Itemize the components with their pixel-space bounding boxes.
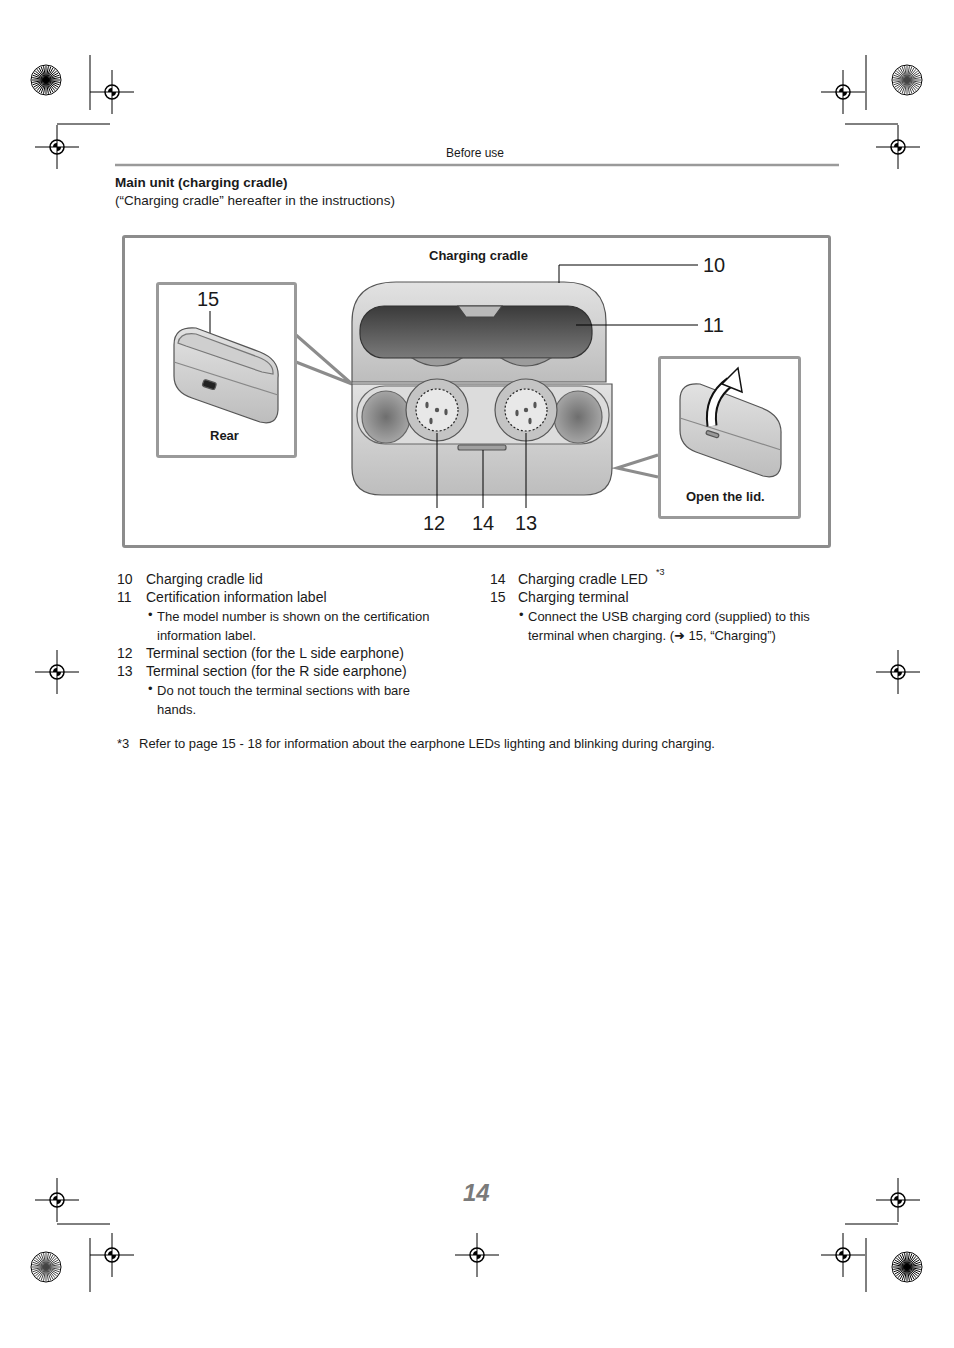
star-target	[892, 65, 922, 95]
figure-caption: Charging cradle	[429, 248, 528, 264]
leader-line	[210, 265, 698, 508]
registration-mark	[90, 1233, 134, 1277]
callout-number: 15	[197, 287, 219, 311]
part-name: Certification information label	[146, 589, 327, 606]
part-name: Charging terminal	[518, 589, 629, 606]
item-number: 14	[490, 571, 506, 588]
registration-mark	[876, 1178, 920, 1222]
part-name: Terminal section (for the R side earphon…	[146, 663, 407, 680]
item-number: 11	[117, 589, 132, 606]
note-text: Do not touch the terminal sections with …	[157, 681, 452, 719]
page-number: 14	[463, 1179, 490, 1208]
registration-mark	[35, 650, 79, 694]
trim-marks	[57, 55, 898, 1292]
part-name: Charging cradle LED	[518, 571, 648, 588]
registration-mark	[35, 125, 79, 169]
section-subtitle: (“Charging cradle” hereafter in the inst…	[115, 193, 395, 209]
registration-mark	[90, 70, 134, 114]
header-rule	[115, 164, 839, 167]
registration-mark	[35, 1178, 79, 1222]
cradle-rear-view	[174, 328, 278, 423]
item-number: 15	[490, 589, 506, 606]
color-bars	[31, 65, 922, 1282]
footnote-text: Refer to page 15 - 18 for information ab…	[139, 736, 715, 752]
registration-mark	[821, 70, 865, 114]
registration-marks	[35, 70, 920, 1277]
note-text: The model number is shown on the certifi…	[157, 607, 462, 645]
footnote-mark: *3	[656, 567, 665, 578]
note-text: Connect the USB charging cord (supplied)…	[528, 607, 840, 645]
callout-number: 10	[703, 253, 725, 277]
star-target	[892, 1252, 922, 1282]
inset-box: Open the lid.	[658, 356, 801, 519]
section-title: Main unit (charging cradle)	[115, 175, 288, 191]
cradle-illustration	[352, 282, 612, 495]
bullet: •	[519, 607, 524, 623]
item-number: 10	[117, 571, 133, 588]
callout-number: 13	[515, 511, 537, 535]
cradle-open-view	[680, 368, 781, 477]
bullet: •	[148, 607, 153, 623]
callout-number: 14	[472, 511, 494, 535]
figure-caption: Rear	[210, 428, 239, 444]
figure-frame: Charging cradleRearOpen the lid.	[122, 235, 831, 548]
item-number: 12	[117, 645, 133, 662]
bullet: •	[148, 681, 153, 697]
registration-mark	[876, 125, 920, 169]
star-target	[31, 1252, 61, 1282]
registration-mark	[876, 650, 920, 694]
part-name: Terminal section (for the L side earphon…	[146, 645, 404, 662]
running-header: Before use	[446, 146, 504, 160]
footnote-mark: *3	[117, 736, 129, 752]
inset-box: Rear	[156, 282, 297, 458]
star-target	[31, 65, 61, 95]
callout-number: 11	[703, 313, 724, 337]
registration-mark	[455, 1233, 499, 1277]
figure-caption: Open the lid.	[686, 489, 765, 505]
registration-mark	[821, 1233, 865, 1277]
item-number: 13	[117, 663, 133, 680]
callout-number: 12	[423, 511, 445, 535]
part-name: Charging cradle lid	[146, 571, 263, 588]
